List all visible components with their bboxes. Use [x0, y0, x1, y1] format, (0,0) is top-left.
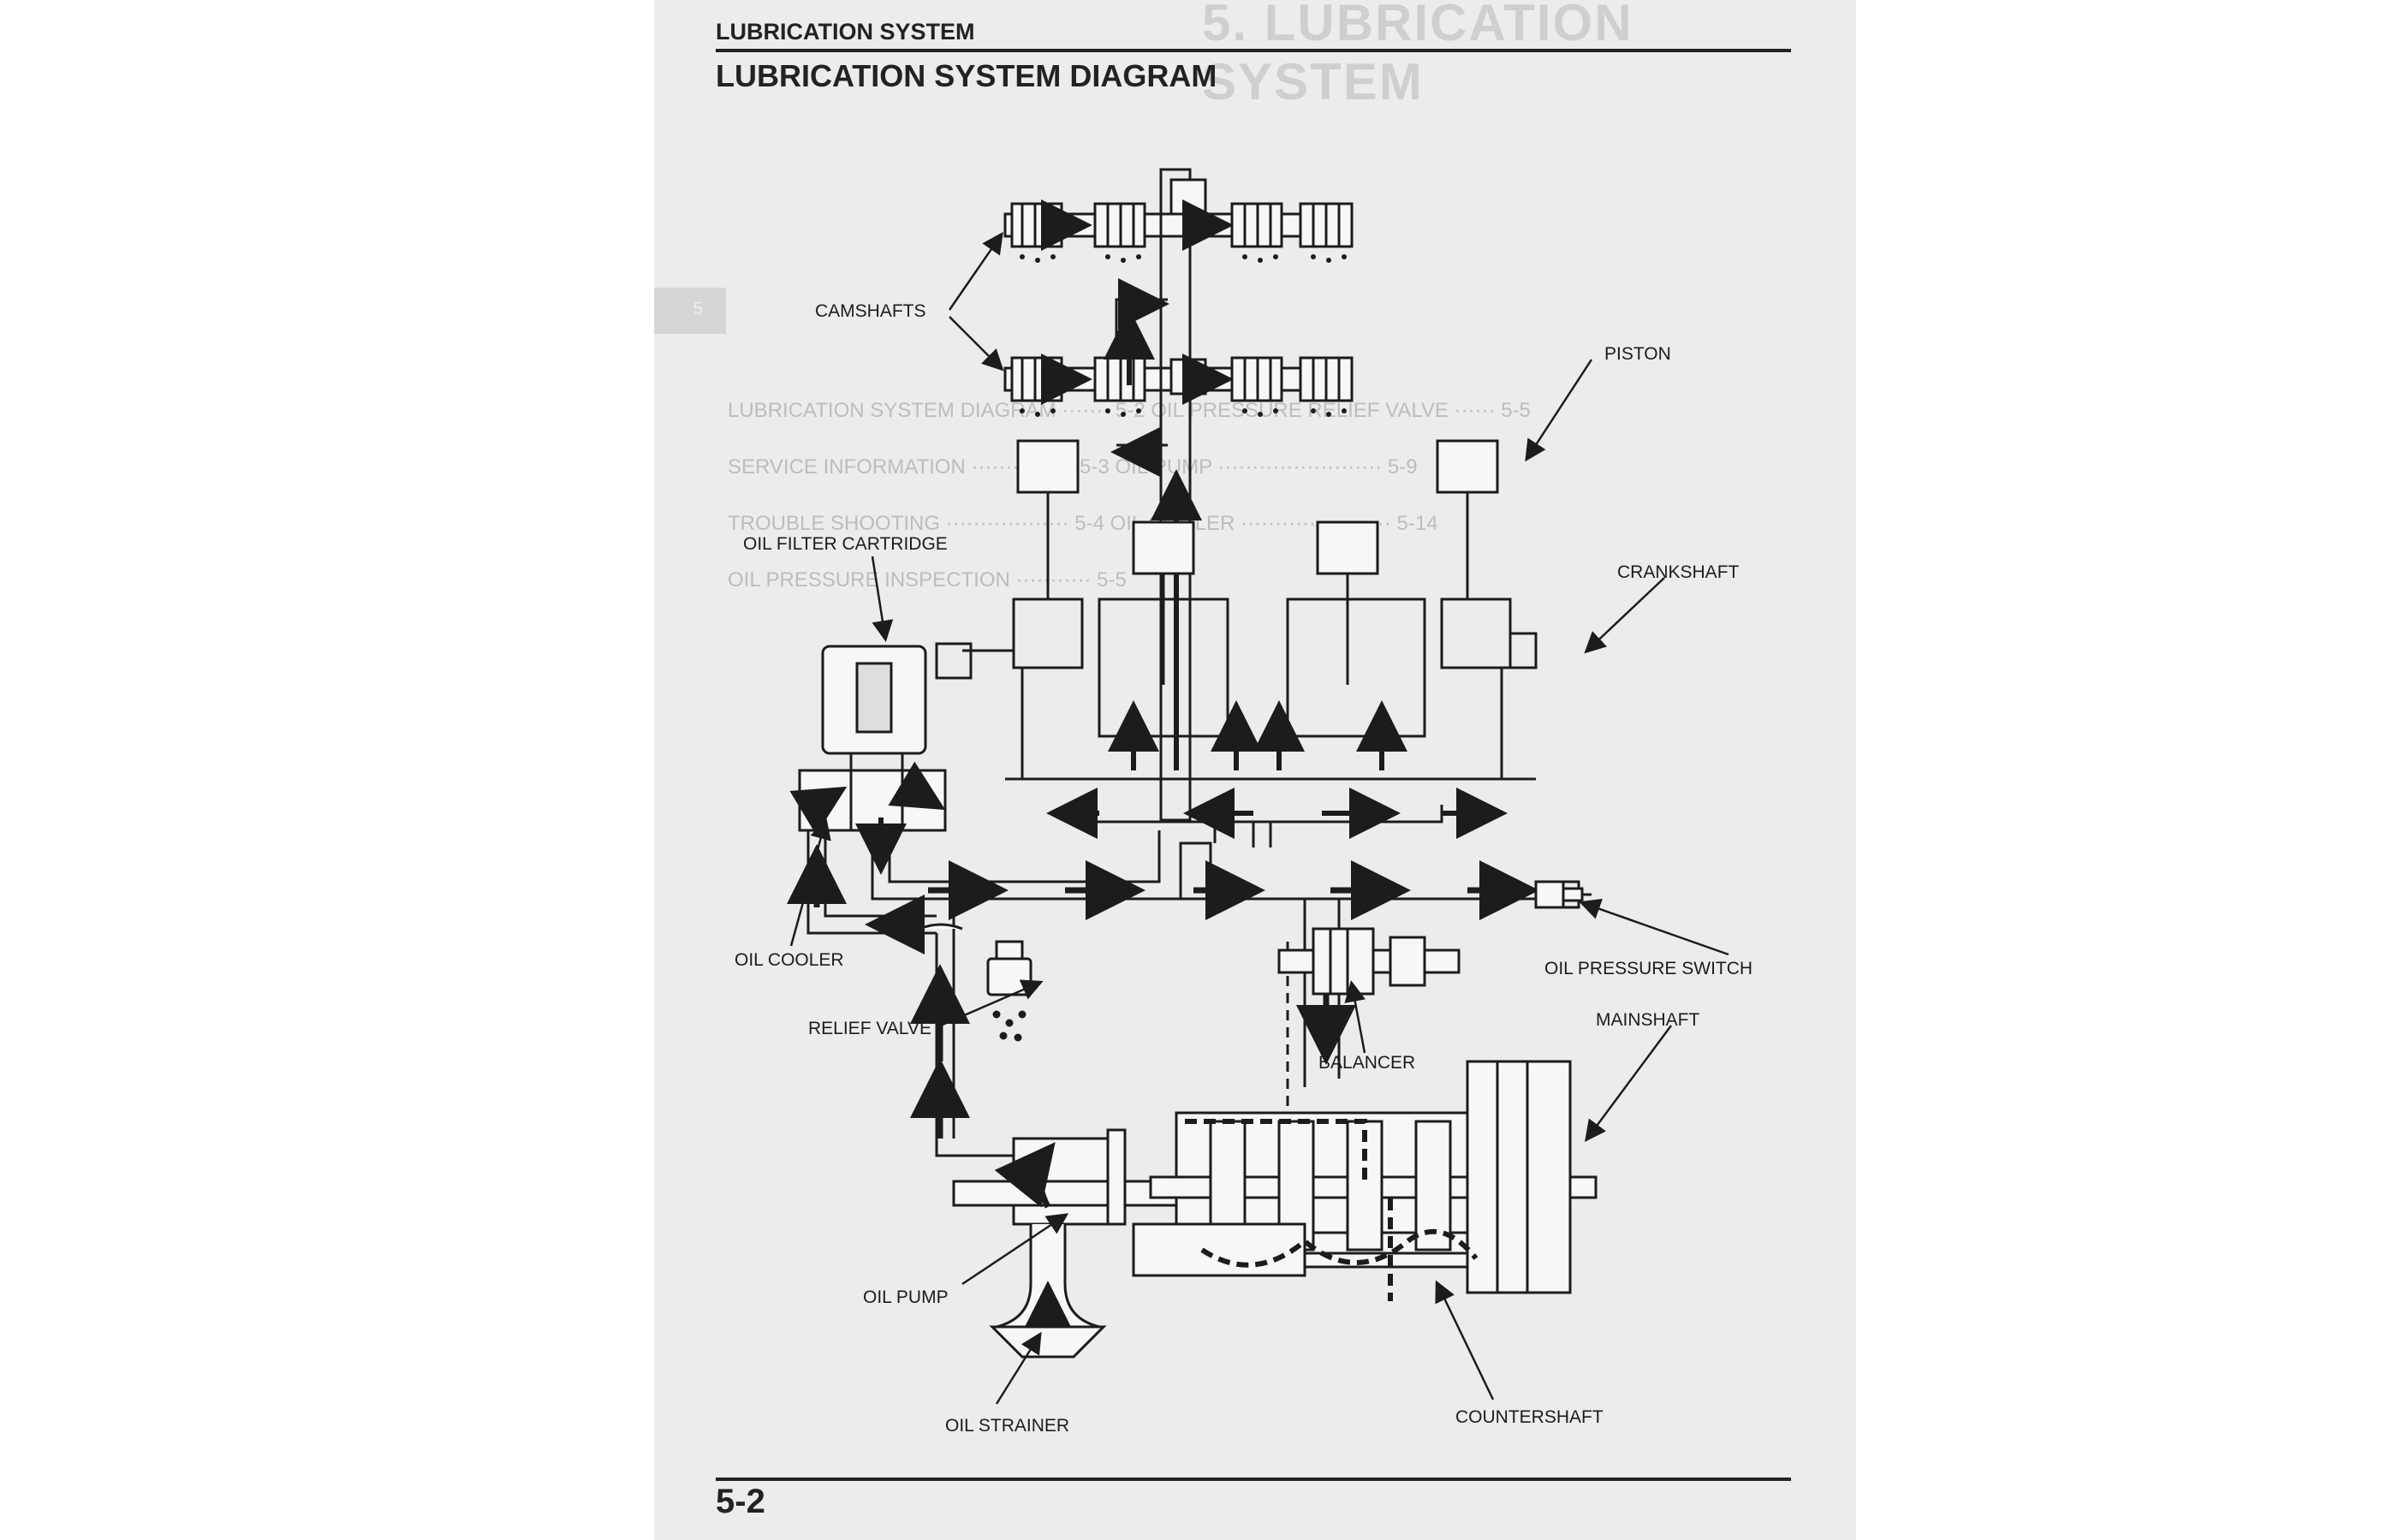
label-countershaft: COUNTERSHAFT: [1455, 1407, 1604, 1427]
label-crankshaft: CRANKSHAFT: [1617, 562, 1740, 582]
ghost-chapter-title: 5. LUBRICATION SYSTEM: [1202, 0, 1633, 110]
page-number: 5-2: [716, 1483, 765, 1520]
footer-rule: [716, 1478, 1791, 1481]
section-thumb-tab: 5: [654, 288, 726, 334]
label-oil-filter-cartridge: OIL FILTER CARTRIDGE: [743, 534, 948, 554]
gallery-arrows: [1041, 199, 1234, 770]
crankcase-arrows: [1046, 700, 1508, 839]
transmission: [1132, 1060, 1598, 1294]
header-rule: [716, 49, 1791, 52]
filter-arrows: [789, 761, 946, 875]
callout-leaders: [789, 231, 1729, 1405]
label-mainshaft: MAINSHAFT: [1596, 1010, 1700, 1030]
oil-filter-cartridge: [798, 645, 947, 832]
label-oil-cooler: OIL COOLER: [735, 950, 844, 970]
piston-3: [1316, 520, 1379, 685]
main-gallery-arrows: [787, 844, 1539, 954]
label-balancer: BALANCER: [1318, 1053, 1415, 1073]
oil-strainer: [989, 1325, 1107, 1359]
ghost-toc-line-1: LUBRICATION SYSTEM DIAGRAM ······· 5-2 O…: [728, 399, 1531, 422]
oil-pressure-switch: [1534, 880, 1584, 909]
page-title: LUBRICATION SYSTEM DIAGRAM: [716, 58, 1217, 93]
transmission-oil-paths: [1185, 1119, 1479, 1301]
piston-1: [1016, 439, 1080, 599]
lubrication-diagram: CAMSHAFTS PISTON OIL FILTER CARTRIDGE CR…: [735, 168, 1752, 1436]
label-camshafts: CAMSHAFTS: [815, 301, 926, 321]
central-oil-gallery: [1115, 168, 1207, 822]
label-oil-strainer: OIL STRAINER: [945, 1416, 1069, 1436]
label-relief-valve: RELIEF VALVE: [808, 1019, 931, 1038]
manual-page: 5. LUBRICATION SYSTEM 5 LUBRICATION SYST…: [654, 0, 1856, 1540]
ghost-toc-line-4: OIL PRESSURE INSPECTION ··········· 5-5: [728, 568, 1127, 592]
camshaft-upper: [1003, 202, 1354, 248]
piston-4: [1436, 439, 1499, 599]
label-oil-pump: OIL PUMP: [863, 1287, 949, 1307]
label-oil-pressure-switch: OIL PRESSURE SWITCH: [1544, 959, 1752, 978]
section-header: LUBRICATION SYSTEM: [716, 19, 975, 45]
label-piston: PISTON: [1604, 344, 1671, 364]
oil-spray-drops: [1020, 254, 1347, 417]
piston-2: [1132, 520, 1195, 685]
